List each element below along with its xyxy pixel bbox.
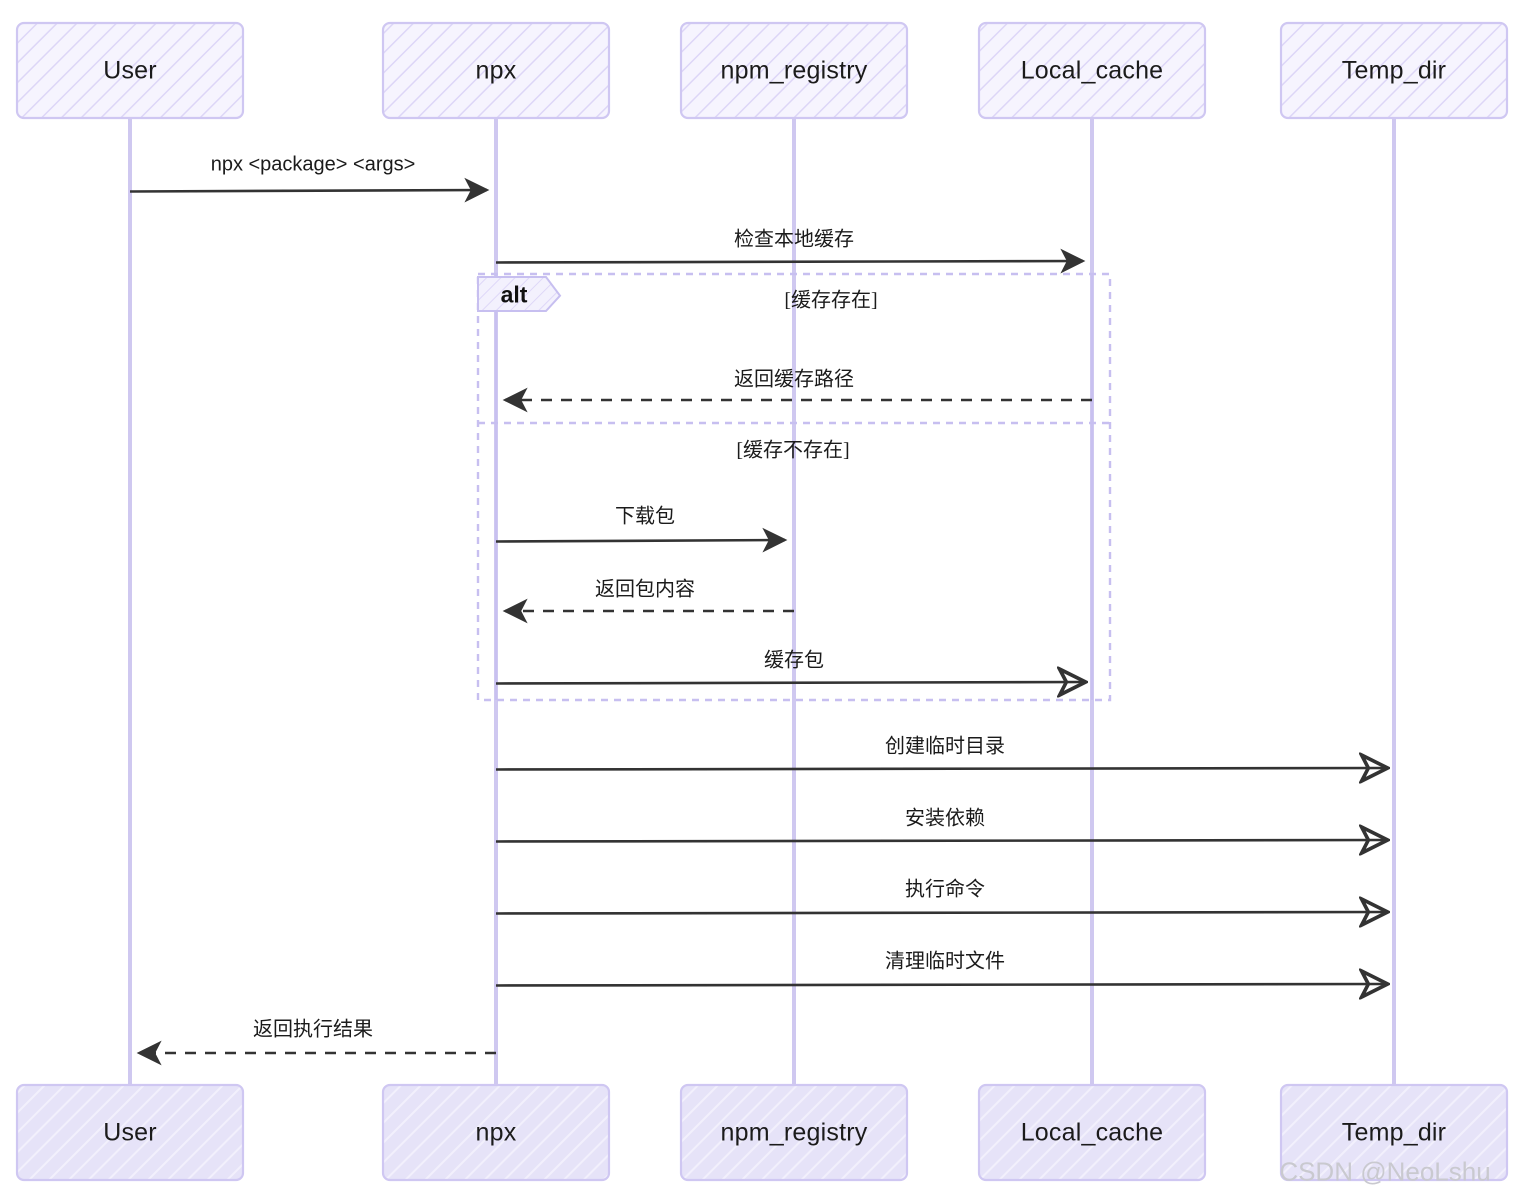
actor-box-temp_dir[interactable]: [1279, 1083, 1509, 1182]
actor-box-local_cache[interactable]: [977, 1083, 1207, 1182]
alt-frame-group: [476, 272, 1112, 702]
actor-box-user[interactable]: [15, 21, 245, 120]
actor-box-user[interactable]: [15, 1083, 245, 1182]
message-arrow-m1: [129, 177, 490, 203]
actor-box-npm_registry[interactable]: [679, 21, 909, 120]
actor-boxes-group: [15, 21, 1509, 1182]
actor-box-local_cache[interactable]: [977, 21, 1207, 120]
message-arrow-m8: [495, 840, 1385, 842]
message-arrow-m10: [495, 984, 1385, 986]
actor-box-npx[interactable]: [381, 1083, 611, 1182]
message-arrow-m4: [495, 527, 788, 553]
actor-box-npx[interactable]: [381, 21, 611, 120]
message-arrow-m9: [495, 912, 1385, 914]
alt-tag-box: [477, 276, 562, 312]
message-arrow-m7: [495, 768, 1385, 770]
message-arrow-m2: [495, 248, 1086, 274]
message-arrow-m6: [495, 682, 1083, 684]
actor-box-npm_registry[interactable]: [679, 1083, 909, 1182]
alt-block-frame: [476, 272, 1112, 702]
actor-box-temp_dir[interactable]: [1279, 21, 1509, 120]
message-arrows-group: [129, 177, 1385, 1066]
